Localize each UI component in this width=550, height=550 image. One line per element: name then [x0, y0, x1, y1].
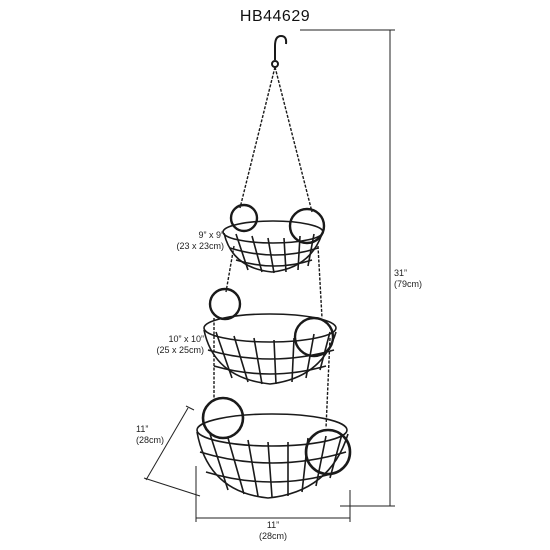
- height-dimension-line: [300, 29, 395, 507]
- bottom-depth-label: 11” (28cm): [136, 424, 165, 445]
- middle-basket: [203, 287, 337, 385]
- width-dimension-line: [195, 466, 351, 522]
- middle-basket-size-label: 10” x 10” (25 x 25cm): [156, 334, 204, 355]
- bottom-basket: [196, 396, 352, 499]
- depth-dimension-line: [143, 405, 201, 497]
- top-basket: [222, 203, 326, 274]
- product-code: HB44629: [239, 8, 311, 25]
- height-label: 31” (79cm): [394, 268, 423, 289]
- hook: [271, 34, 288, 68]
- top-basket-size-label: 9” x 9” (23 x 23cm): [176, 230, 224, 251]
- bottom-width-label: 11” (28cm): [258, 520, 287, 541]
- chains: [213, 66, 331, 429]
